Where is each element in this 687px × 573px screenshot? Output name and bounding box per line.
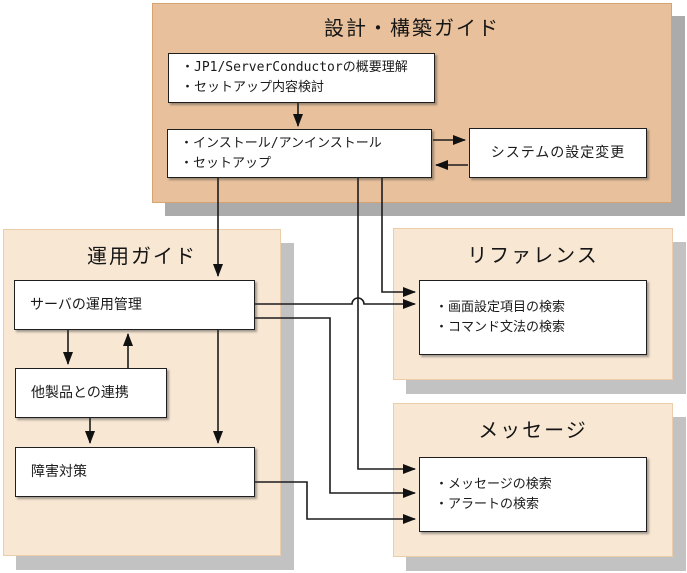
- box-reference-search-line1: ・画面設定項目の検索: [435, 299, 566, 315]
- reference-title: リファレンス: [467, 243, 599, 267]
- box-install-line1: ・インストール/アンインストール: [180, 135, 382, 151]
- box-server-management-label: サーバの運用管理: [30, 297, 142, 313]
- box-troubleshoot-label: 障害対策: [31, 464, 87, 480]
- box-message-search: ・メッセージの検索 ・アラートの検索: [419, 457, 647, 532]
- message-title: メッセージ: [478, 418, 588, 442]
- box-message-search-line1: ・メッセージの検索: [435, 476, 552, 492]
- box-overview-line1: ・JP1/ServerConductorの概要理解: [181, 60, 408, 75]
- box-install: ・インストール/アンインストール ・セットアップ: [167, 129, 432, 178]
- box-troubleshoot: 障害対策: [15, 447, 255, 497]
- box-reference-search: ・画面設定項目の検索 ・コマンド文法の検索: [419, 280, 647, 355]
- operation-guide-title: 運用ガイド: [87, 244, 197, 268]
- box-system-config-change-label: システムの設定変更: [490, 145, 626, 161]
- box-install-line2: ・セットアップ: [180, 155, 272, 171]
- box-server-management: サーバの運用管理: [14, 280, 255, 330]
- box-message-search-line2: ・アラートの検索: [435, 496, 540, 512]
- box-other-products-label: 他製品との連携: [31, 385, 129, 401]
- design-guide-title: 設計・構築ガイド: [324, 16, 500, 40]
- box-other-products: 他製品との連携: [15, 368, 167, 418]
- box-overview: ・JP1/ServerConductorの概要理解 ・セットアップ内容検討: [168, 53, 435, 103]
- box-system-config-change: システムの設定変更: [469, 128, 647, 178]
- box-reference-search-line2: ・コマンド文法の検索: [435, 319, 566, 335]
- box-overview-line2: ・セットアップ内容検討: [181, 80, 325, 95]
